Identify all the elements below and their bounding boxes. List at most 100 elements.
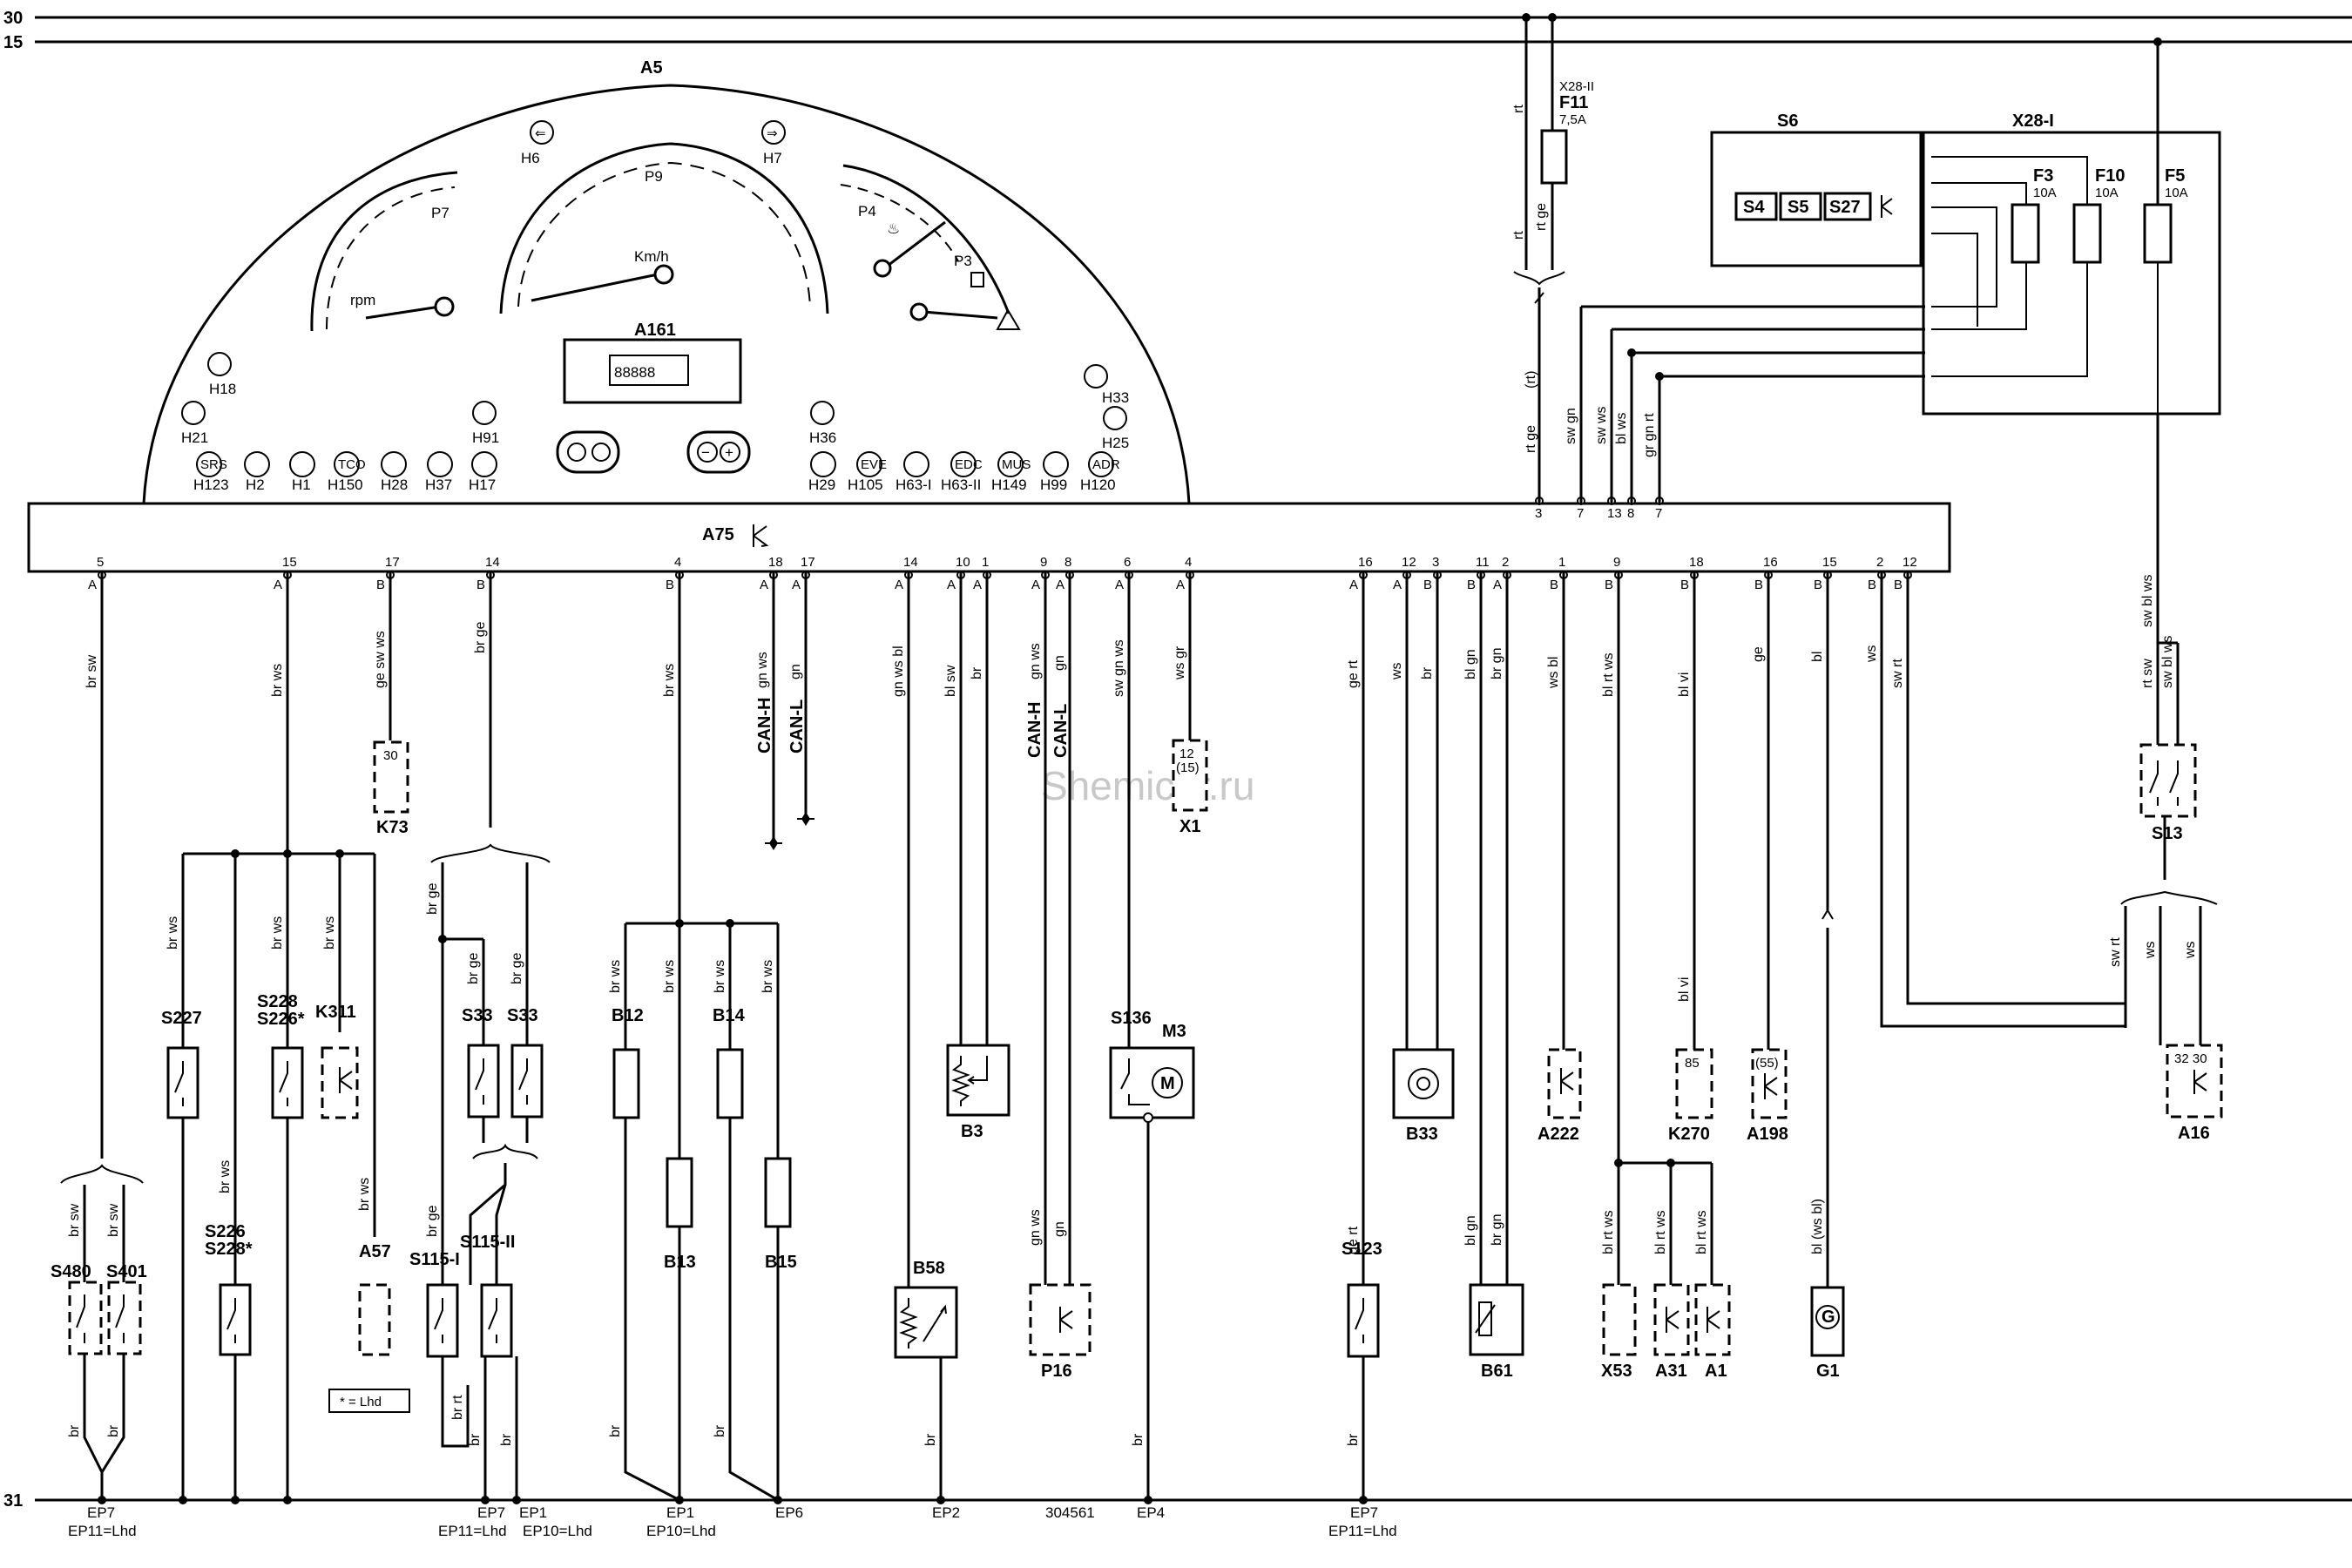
wire-color-label: ws gr: [1173, 645, 1187, 680]
bus-pin-number: 11: [1476, 555, 1490, 570]
sensor-b58-label: B58: [913, 1259, 945, 1278]
switch-s33-a-label: S33: [462, 1006, 493, 1025]
module-a57: [358, 1283, 391, 1356]
wire-color-label: bl vi: [1677, 672, 1692, 697]
fuel-pump-icon: [970, 272, 984, 287]
motor-symbol: M: [1160, 1074, 1175, 1093]
bus-pin-connector: A: [274, 578, 282, 592]
switch-s13: [2139, 743, 2197, 818]
module-a222-label: A222: [1538, 1125, 1579, 1144]
bus-pin-connector: A: [973, 578, 982, 592]
wire-color-label: bl gn: [1463, 1215, 1478, 1246]
switch-s115-ii-label: S115-II: [460, 1233, 515, 1252]
wire-color-label: br ge: [510, 952, 524, 984]
transistor-icon: [753, 524, 769, 547]
splice-bracket: [472, 1143, 538, 1159]
switch-s27-label: S27: [1829, 198, 1861, 217]
wire-color-label: rt ge: [1534, 203, 1549, 231]
wire-color-label: br gn: [1490, 648, 1504, 679]
internal-wiring: [1931, 156, 2088, 327]
bus-pin-number: 15: [282, 555, 297, 570]
fuse-f5-id: F5: [2165, 166, 2185, 186]
fuse-f10-rating: 10A: [2095, 186, 2119, 200]
switch-s5-label: S5: [1788, 198, 1808, 217]
wire-color-label: gn: [1052, 655, 1067, 671]
switch-s13-label: S13: [2152, 824, 2183, 843]
aux-gauge-arc: [842, 164, 1010, 314]
sensor-b33-label: B33: [1406, 1125, 1438, 1144]
switch-contacts: [475, 1058, 528, 1105]
module-a1: [1694, 1283, 1731, 1356]
wire-color-label: gn ws: [1028, 1209, 1043, 1246]
lamp-h63-i-icon: [903, 451, 929, 477]
wire-color-label: br: [499, 1433, 514, 1446]
pin: [1143, 1112, 1153, 1123]
minus-plus-button[interactable]: [686, 430, 751, 474]
coolant-icon: ♨: [887, 220, 900, 237]
wire-color-label: br ge: [425, 882, 440, 915]
sensor-b13: [666, 1157, 693, 1228]
switch-s115-i-label: S115-I: [409, 1250, 460, 1269]
wire-color-label: sw gn: [1564, 408, 1578, 444]
sensor-b15-label: B15: [765, 1253, 797, 1272]
wire-color-label: ws: [2143, 941, 2158, 959]
ground-ep11-c: EP11=Lhd: [1328, 1523, 1397, 1539]
switch-s136-label: S136: [1111, 1009, 1152, 1028]
can-l-label-2: CAN-L: [1051, 704, 1071, 758]
sensor-b58: [894, 1286, 958, 1359]
lamp-h21-label: H21: [181, 429, 208, 446]
switch-module-s6: [1710, 131, 1923, 267]
wire-color-label: bl rt ws: [1601, 652, 1616, 697]
wire-color-label: br ws: [357, 1178, 372, 1211]
speed-unit: Km/h: [634, 248, 669, 265]
rpm-gauge-arc: [310, 171, 458, 332]
ground-ep7-a: EP7: [87, 1504, 115, 1521]
node: [774, 1496, 782, 1504]
transistor-icon: [1560, 1068, 1574, 1094]
fuel-needle-hub: [909, 302, 929, 321]
rpm-needle-hub: [434, 296, 455, 317]
bus-pin-connector: A: [1115, 578, 1124, 592]
switch-contacts: [174, 1061, 184, 1106]
lamp-h29-icon: [810, 451, 836, 477]
top-pin-number: 8: [1627, 506, 1634, 521]
speed-gauge-id: P9: [645, 168, 663, 185]
ntc-resistor-icon: [1478, 1301, 1492, 1336]
relay-k270-pin: 85: [1685, 1056, 1700, 1071]
wire-color-label: ws bl: [1546, 657, 1561, 689]
fuse-f11-id: F11: [1559, 93, 1588, 112]
eve-lamp-icon: [856, 451, 882, 477]
fuse-f3-rating: 10A: [2033, 186, 2057, 200]
wire-color-label: gn ws: [1028, 643, 1043, 679]
lamp-h99-label: H99: [1040, 476, 1067, 493]
wire-color-label: br ws: [608, 960, 623, 993]
lamp-h37-label: H37: [425, 476, 452, 493]
switch-s228: [271, 1046, 304, 1119]
lamp-h99-icon: [1043, 451, 1069, 477]
wire-color-label: br: [1420, 666, 1435, 679]
node: [1655, 372, 1664, 381]
edc-lamp-icon: [950, 451, 977, 477]
lamp-h36: [810, 401, 835, 425]
lamp-h7-label: H7: [763, 150, 782, 166]
wire-color-label: ws: [2183, 941, 2198, 959]
bus-pin-number: 9: [1613, 555, 1620, 570]
wire-br-rt-loop: [441, 1356, 470, 1448]
wire-color-label: ws: [1864, 645, 1879, 663]
switch-s228s-label: S228*: [205, 1240, 253, 1259]
relay-k73-label: K73: [376, 818, 409, 837]
wire-color-label: ge sw ws: [373, 631, 388, 688]
bus-pin-labels: 5A15A17B14B4B18A17A14A10A1A9A8A6A4A16A12…: [88, 555, 1917, 592]
trip-reset-button[interactable]: [556, 430, 620, 474]
bus-pin-number: 12: [1402, 555, 1416, 570]
bus-pin-number: 2: [1502, 555, 1509, 570]
wire-color-label: sw gn ws: [1112, 639, 1126, 697]
bus-pin-connector: B: [1868, 578, 1876, 592]
speed-needle: [531, 273, 659, 302]
bus-pin-number: 4: [1185, 555, 1192, 570]
watermark: Shemicar.ru: [1041, 763, 1254, 808]
splice-bracket: [60, 1164, 144, 1184]
top-pin-number: 3: [1535, 506, 1542, 521]
